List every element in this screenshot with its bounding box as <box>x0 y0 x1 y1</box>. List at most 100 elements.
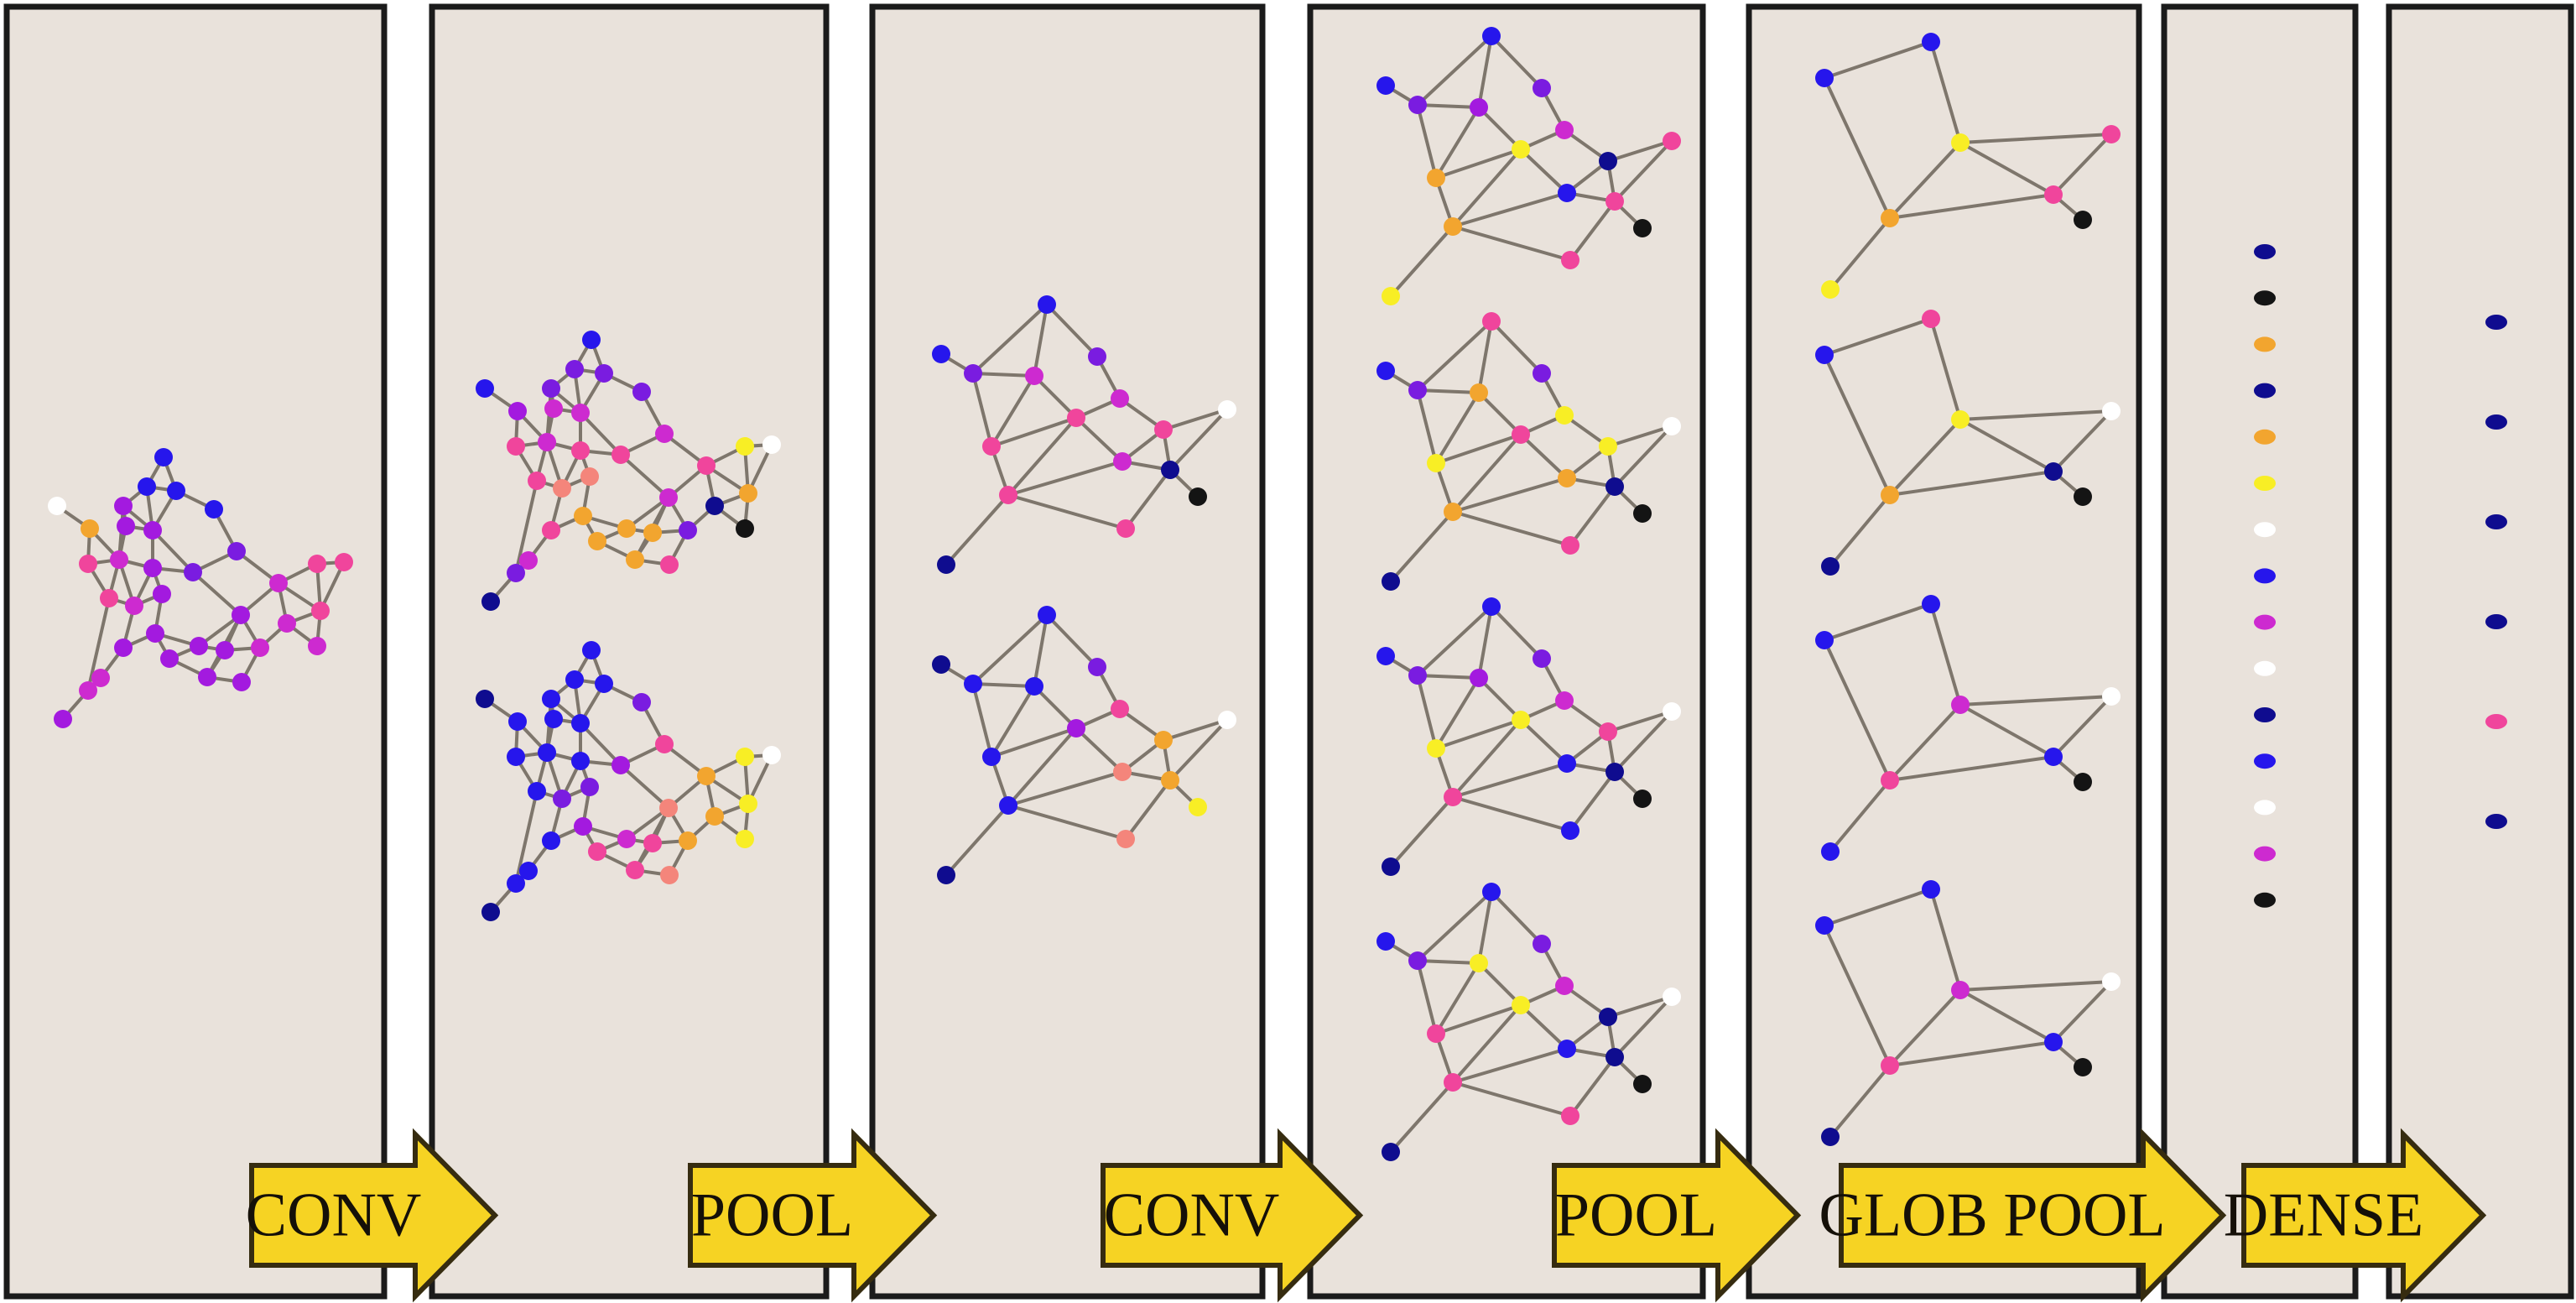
graph-node <box>571 441 590 460</box>
graph-node <box>335 553 353 571</box>
graph-node <box>595 364 613 383</box>
vector-dot <box>2254 522 2276 538</box>
graph-node <box>507 564 525 582</box>
graph-edge <box>86 597 111 692</box>
graph-node <box>528 472 546 490</box>
graph-node <box>1482 597 1501 616</box>
graph-node <box>626 550 644 569</box>
graph-node <box>1482 27 1501 45</box>
graph-node <box>553 790 571 808</box>
vector-dot <box>2254 892 2276 908</box>
graph-node <box>1815 69 1834 87</box>
vector-dot <box>2485 714 2507 729</box>
graph-edge <box>1490 605 1543 660</box>
graph-edge <box>1451 795 1572 832</box>
graph-node <box>1408 666 1427 685</box>
graph-node <box>1382 1143 1400 1161</box>
graph-node <box>2074 211 2092 229</box>
graph-edge <box>1929 888 1962 992</box>
conv2-graph-3 <box>1376 597 1681 876</box>
graph-edge <box>1929 602 1962 706</box>
graph-node <box>114 497 133 515</box>
graph-edge <box>1007 770 1124 807</box>
graph-edge <box>1606 139 1673 163</box>
graph-node <box>1427 169 1445 187</box>
graph-node <box>1218 711 1236 729</box>
graph-node <box>1444 217 1462 236</box>
graph-node <box>232 673 251 691</box>
graph-edge <box>1569 200 1616 262</box>
graph-edge <box>1959 980 2113 992</box>
stage-arrow-conv: CONV <box>246 1128 499 1303</box>
graph-node <box>580 467 599 486</box>
graph-node <box>1088 347 1106 366</box>
vector-dot <box>2254 846 2276 862</box>
vector-dot <box>2254 800 2276 816</box>
graph-edge <box>1451 762 1569 799</box>
graph-edge <box>971 303 1049 375</box>
graph-node <box>999 486 1017 504</box>
graph-node <box>2102 687 2121 706</box>
vector-dot <box>2254 336 2276 352</box>
graph-node <box>508 712 527 731</box>
graph-edge <box>1519 148 1569 195</box>
graph-node <box>1922 595 1940 613</box>
graph-edge <box>1075 727 1124 774</box>
graph-node <box>2102 402 2121 420</box>
graph-node <box>48 497 66 515</box>
graph-node <box>1633 790 1652 808</box>
graph-node <box>216 641 234 659</box>
graph-node <box>507 748 525 766</box>
graph-node <box>1161 771 1179 790</box>
graph-node <box>1815 631 1834 649</box>
graph-edge <box>1888 988 1962 1067</box>
graph-node <box>481 903 500 921</box>
graph-node <box>1881 771 1899 790</box>
graph-edge <box>1613 995 1673 1059</box>
graph-node <box>937 866 955 884</box>
panel-dense-output <box>2386 3 2574 1300</box>
graph-edge <box>1451 433 1522 513</box>
arrow-shape <box>1101 1128 1364 1303</box>
graph-node <box>167 482 185 500</box>
graph-node <box>632 383 651 401</box>
graph-node <box>571 404 590 422</box>
graph-edge <box>1389 225 1455 298</box>
graph-edge <box>1606 995 1673 1019</box>
vector-dot <box>2254 614 2276 630</box>
graph-edge <box>1959 133 2113 144</box>
graph-node <box>1951 981 1970 999</box>
graph-edge <box>1477 391 1522 436</box>
graph-node <box>595 675 613 693</box>
graph-edge <box>1823 353 1892 497</box>
graph-edge <box>1490 890 1543 946</box>
graph-node <box>1376 932 1395 951</box>
stage-arrow-conv: CONV <box>1101 1128 1364 1303</box>
graph-node <box>660 866 679 884</box>
graph-node <box>736 830 754 848</box>
graph-edge <box>1888 470 2055 497</box>
graph-node <box>1881 209 1899 227</box>
graph-node <box>1633 1075 1652 1093</box>
graph-node <box>736 437 754 456</box>
graph-edge <box>1434 433 1522 465</box>
graph-node <box>2074 487 2092 506</box>
graph-edge <box>990 727 1078 758</box>
graph-edge <box>1389 795 1455 868</box>
graph-node <box>542 831 560 850</box>
graph-edge <box>1033 303 1049 378</box>
graph-node <box>1533 935 1551 953</box>
graph-node <box>1633 219 1652 237</box>
graph-node <box>2074 773 2092 791</box>
graph-node <box>1067 409 1085 427</box>
graph-node <box>519 551 538 570</box>
graph-edge <box>1434 676 1481 750</box>
graph-node <box>138 477 156 496</box>
conv1-graph-top <box>476 331 781 611</box>
pool1-graph-bottom <box>932 606 1236 884</box>
graph-edge <box>1033 374 1078 420</box>
vector-dot <box>2254 660 2276 676</box>
graph-edge <box>1519 718 1569 765</box>
graph-node <box>611 446 630 464</box>
graph-node <box>1154 731 1173 749</box>
